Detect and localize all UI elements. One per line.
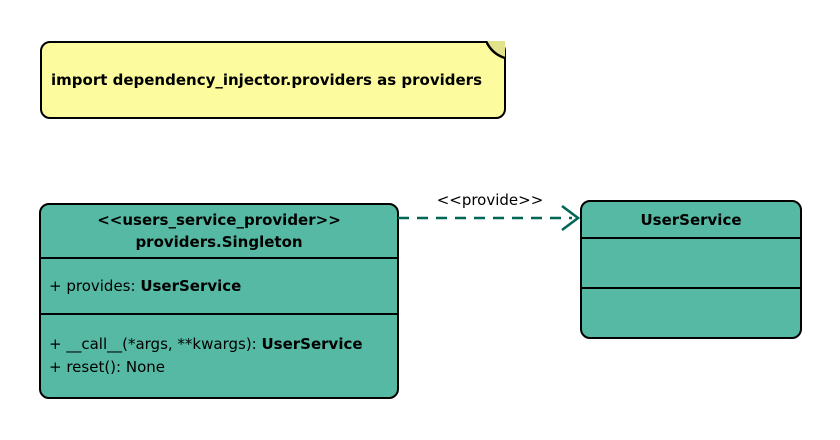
class-stereotype: <<users_service_provider>>	[97, 211, 341, 229]
class-name: UserService	[640, 210, 742, 229]
method-call: + __call__(*args, **kwargs): UserService	[49, 333, 397, 356]
import-note: import dependency_injector.providers as …	[40, 41, 506, 119]
attribute-text: + provides:	[49, 277, 141, 295]
method-reset: + reset(): None	[49, 356, 397, 379]
class-name: providers.Singleton	[135, 233, 303, 251]
class-header: <<users_service_provider>> providers.Sin…	[41, 205, 397, 257]
class-users-service-provider: <<users_service_provider>> providers.Sin…	[39, 203, 399, 399]
method-text: + __call__(*args, **kwargs):	[49, 335, 262, 353]
attribute-type: UserService	[140, 277, 242, 295]
note-fold-icon	[486, 41, 506, 59]
class-methods-section: + __call__(*args, **kwargs): UserService…	[41, 313, 397, 397]
attribute-provides: + provides: UserService	[49, 277, 241, 295]
provide-arrow-label: <<provide>>	[436, 191, 544, 209]
import-note-text: import dependency_injector.providers as …	[51, 71, 483, 89]
class-attributes-section: + provides: UserService	[41, 257, 397, 313]
class-attributes-section	[582, 237, 800, 287]
method-text: + reset(): None	[49, 358, 165, 376]
class-user-service: UserService	[580, 200, 802, 339]
method-return-type: UserService	[261, 335, 363, 353]
provide-arrow	[398, 204, 581, 232]
class-methods-section	[582, 287, 800, 337]
arrowhead-icon	[561, 204, 581, 232]
class-header: UserService	[582, 202, 800, 237]
